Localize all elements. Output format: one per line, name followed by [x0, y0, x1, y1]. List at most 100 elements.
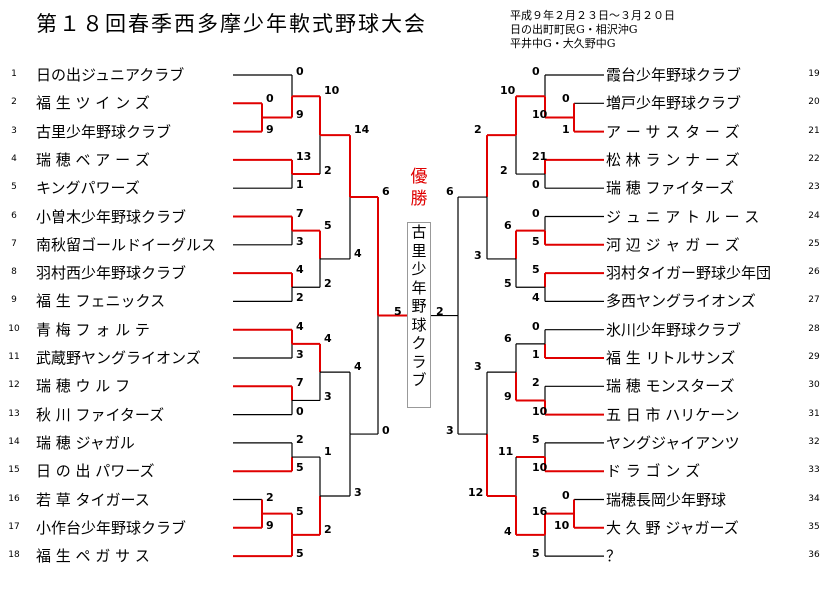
score-label: 0: [562, 92, 570, 106]
score-label: 5: [324, 218, 332, 232]
team-name: 瑞 穂 ベ ア ー ズ: [36, 150, 150, 169]
team-number: 21: [808, 125, 820, 136]
team-number: 1: [11, 69, 17, 79]
score-label: 3: [296, 234, 304, 248]
team-name: 小曽木少年野球クラブ: [36, 207, 187, 226]
team-name: 若 草 タイガース: [36, 490, 150, 509]
score-label: 13: [296, 149, 312, 163]
team-number: 30: [808, 380, 820, 391]
score-label: 4: [324, 331, 332, 345]
score-label: 5: [296, 461, 304, 475]
team-number: 33: [808, 465, 820, 476]
score-label: 9: [266, 518, 274, 532]
team-name: 霞台少年野球クラブ: [606, 66, 742, 84]
score-label: 2: [500, 164, 508, 178]
info-venues-1: 日の出町町民G・相沢沖G: [510, 23, 638, 36]
score-label: 10: [324, 84, 340, 98]
info-dates: 平成９年２月２３日～３月２０日: [510, 9, 675, 22]
team-name: 瑞 穂 モンスターズ: [606, 377, 735, 396]
team-number: 24: [808, 210, 820, 221]
score-label: 0: [532, 65, 540, 78]
score-label: 11: [498, 445, 514, 459]
team-number: 29: [808, 352, 820, 362]
score-label: 4: [532, 291, 540, 305]
team-number: 35: [808, 521, 820, 532]
team-number: 17: [8, 521, 20, 532]
team-name: 日 の 出 パワーズ: [36, 462, 155, 481]
score-label: 6: [504, 331, 512, 345]
team-number: 10: [8, 323, 20, 334]
score-label: 5: [532, 547, 540, 561]
score-label: 2: [296, 432, 304, 446]
score-label: 5: [532, 234, 540, 248]
team-number: 28: [808, 323, 820, 334]
score-label: 2: [324, 164, 332, 178]
score-label: 4: [354, 246, 362, 260]
score-label: 6: [382, 185, 390, 199]
score-label: 6: [504, 218, 512, 232]
score-label: 1: [532, 348, 540, 361]
score-label: 10: [532, 461, 548, 475]
team-number: 9: [11, 295, 17, 306]
team-name: 古里少年野球クラブ: [36, 122, 172, 141]
team-name: 武蔵野ヤングライオンズ: [36, 349, 201, 367]
team-name: 羽村タイガー野球少年団: [606, 264, 772, 283]
score-label: 0: [532, 206, 540, 220]
score-label: 1: [296, 178, 304, 192]
page-title: 第１８回春季西多摩少年軟式野球大会: [36, 12, 427, 36]
team-number: 12: [8, 380, 20, 391]
team-name: 五 日 市 ハリケーン: [606, 405, 740, 424]
score-label: 3: [474, 248, 482, 262]
score-label: 5: [532, 263, 540, 277]
score-label: 10: [532, 404, 548, 418]
team-name: 秋 川 ファイターズ: [36, 405, 165, 424]
team-number: 23: [808, 182, 820, 193]
score-label: 0: [266, 92, 274, 106]
score-label: 0: [296, 65, 304, 78]
team-number: 14: [8, 436, 20, 447]
score-label: 3: [446, 424, 454, 438]
score-label: 7: [296, 206, 304, 220]
score-label: 4: [296, 319, 304, 333]
score-label: 7: [296, 376, 304, 390]
score-label: 9: [296, 108, 304, 122]
champion-label: 優勝: [410, 167, 428, 209]
team-name: 羽村西少年野球クラブ: [36, 264, 187, 283]
team-number: 13: [8, 408, 20, 419]
score-label: 2: [266, 490, 274, 504]
score-label: 2: [474, 123, 482, 137]
team-name: 松 林 ラ ン ナ ー ズ: [606, 150, 740, 169]
team-name: ジ ュ ニ ア ト ル ー ス: [606, 207, 760, 226]
team-number: 27: [808, 295, 820, 306]
score-label: 4: [354, 360, 362, 374]
score-label: 4: [504, 524, 512, 538]
score-label: 3: [354, 485, 362, 499]
score-label: 12: [468, 485, 484, 499]
team-name: 大 久 野 ジャガーズ: [606, 518, 739, 537]
team-name: 瑞穂長岡少年野球: [606, 490, 727, 509]
team-name: 氷川少年野球クラブ: [606, 320, 742, 339]
score-label: 2: [324, 522, 332, 536]
tournament-info: 平成９年２月２３日～３月２０日 日の出町町民G・相沢沖G 平井中G・大久野中G: [510, 9, 675, 51]
team-number: 3: [11, 125, 17, 136]
team-number: 18: [8, 550, 20, 561]
team-name: 南秋留ゴールドイーグルス: [36, 235, 217, 254]
team-name: 河 辺 ジ ャ ガ ー ズ: [606, 235, 740, 254]
team-name: ド ラ ゴ ン ズ: [606, 462, 701, 481]
score-label: 4: [296, 263, 304, 277]
score-label: 14: [354, 123, 370, 137]
team-name: ？: [606, 547, 622, 566]
score-label: 6: [446, 185, 454, 199]
champion-team: 古里少年野球クラブ: [407, 222, 431, 408]
score-label: 5: [296, 504, 304, 518]
team-name: 小作台少年野球クラブ: [36, 518, 187, 537]
score-label: 5: [394, 304, 402, 318]
team-name: ヤングジャイアンツ: [606, 433, 740, 452]
team-number: 22: [808, 153, 820, 164]
team-number: 34: [808, 493, 820, 504]
team-number: 31: [808, 408, 820, 419]
score-label: 10: [532, 108, 548, 122]
team-number: 7: [11, 238, 17, 249]
score-label: 2: [436, 304, 444, 318]
